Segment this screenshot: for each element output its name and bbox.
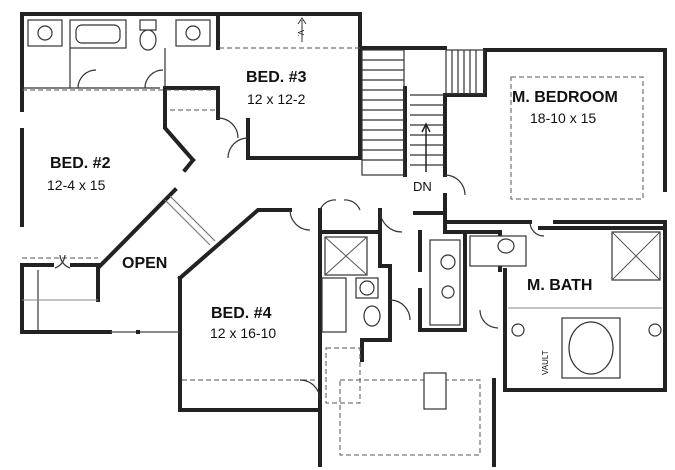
master-bath-fixtures [469,231,662,379]
bed3-name: BED. #3 [246,69,307,86]
door-swings [217,117,545,401]
bed4-name: BED. #4 [211,305,272,322]
master-bath-name: M. BATH [527,277,592,294]
bed2-closets [22,195,216,334]
master-bedroom-dims: 18-10 x 15 [530,110,596,126]
walls [20,12,667,467]
dashed-outlines [22,47,644,456]
bed2-dims: 12-4 x 15 [47,177,106,193]
hall-bath-fixtures [321,236,461,410]
v-marker [297,17,307,42]
bed4-dims: 12 x 16-10 [210,325,276,341]
master-bedroom-name: M. BEDROOM [512,89,618,106]
bed3-dims: 12 x 12-2 [247,91,306,107]
v-mark-label: V. [296,30,305,37]
staircase [361,49,485,176]
vault-label: VAULT [541,350,550,375]
stair-down-label: DN [413,179,432,194]
bed2-name: BED. #2 [50,155,111,172]
top-left-bath-fixtures [22,19,215,91]
open-label: OPEN [122,255,167,272]
